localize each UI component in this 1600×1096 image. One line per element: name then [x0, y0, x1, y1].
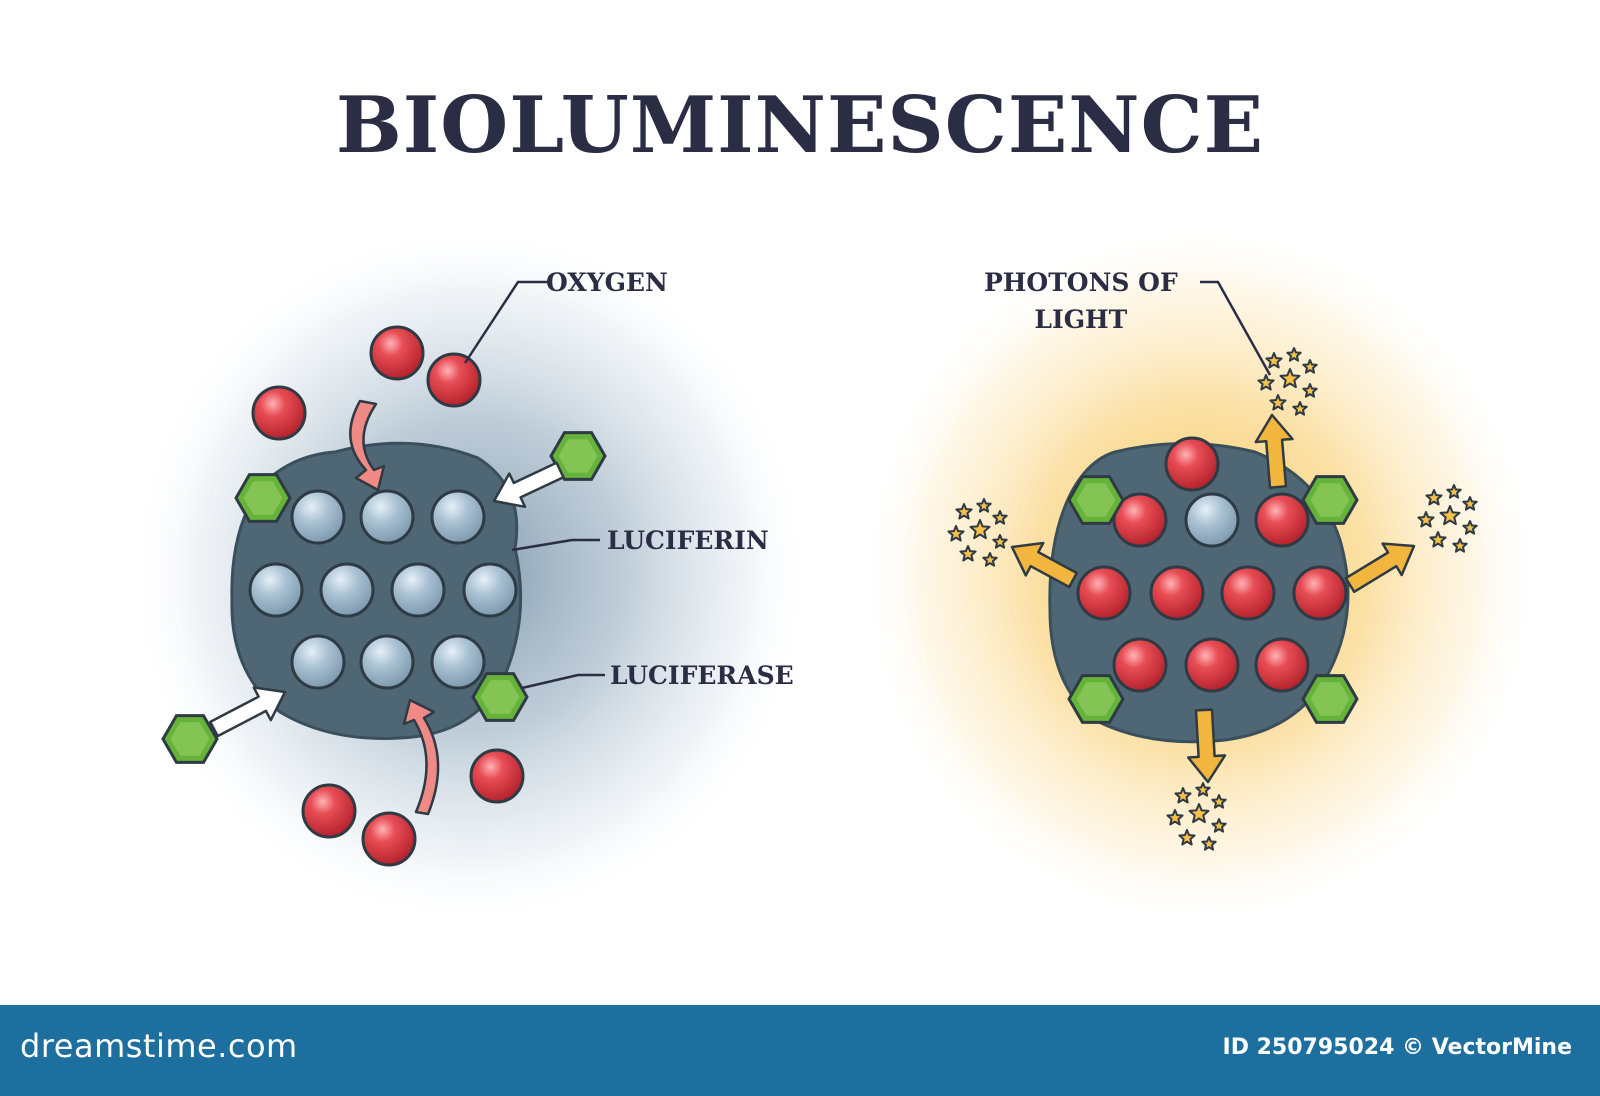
photon-emission-arrow [1010, 541, 1079, 589]
photon-star [1195, 782, 1211, 797]
photon-star [1452, 538, 1468, 553]
footer-brand: dreamstime.com [20, 1027, 298, 1065]
oxygen-leader-line [463, 280, 548, 364]
luciferase-intake-arrow [209, 686, 287, 738]
luciferase-hexagon-highlight [170, 722, 210, 756]
photon-star [976, 498, 992, 513]
luciferin-molecule [359, 489, 415, 545]
photon-star [1462, 496, 1478, 511]
photon-star [969, 519, 991, 540]
photon-star [1211, 818, 1227, 833]
luciferase-hexagon-highlight [480, 680, 520, 714]
oxygen-molecule [251, 385, 307, 441]
photon-star [1279, 368, 1301, 389]
photon-star [1429, 531, 1447, 548]
luciferase-enzyme [234, 473, 292, 523]
luciferin-molecule [248, 562, 304, 618]
oxygen-molecule [301, 783, 357, 839]
luciferin-molecule [359, 634, 415, 690]
luciferase-hexagon-highlight [558, 439, 598, 473]
photon-star [1265, 352, 1283, 369]
photon-star [1257, 374, 1275, 391]
photon-star [1188, 803, 1210, 824]
luciferase-hexagon-highlight [243, 481, 283, 515]
oxygen-molecule [1112, 492, 1168, 548]
photon-star [992, 534, 1008, 549]
photon-emission-arrow [1254, 413, 1294, 489]
luciferase-enzyme [549, 431, 607, 481]
luciferase-enzyme [1301, 475, 1359, 525]
luciferase-hexagon-highlight [1310, 483, 1350, 517]
luciferin-molecule [1184, 492, 1240, 548]
diagram-stage: BIOLUMINESCENCE OXYGEN LUCIFERIN LUCIFER… [130, 80, 1540, 925]
photon-star [955, 503, 973, 520]
photon-star [1269, 394, 1287, 411]
luciferin-molecule [319, 562, 375, 618]
photon-star [1417, 511, 1435, 528]
oxygen-molecule [361, 811, 417, 867]
luciferase-enzyme [1301, 674, 1359, 724]
oxygen-molecule [469, 748, 525, 804]
photon-star [959, 545, 977, 562]
photon-star [1302, 359, 1318, 374]
luciferin-molecule [390, 562, 446, 618]
oxygen-molecule [369, 325, 425, 381]
photon-star [1286, 347, 1302, 362]
oxygen-molecule [1149, 565, 1205, 621]
luciferase-label: LUCIFERASE [610, 661, 794, 690]
luciferase-intake-arrow [492, 461, 565, 509]
photons-label: PHOTONS OF LIGHT [984, 264, 1178, 338]
photon-star [1292, 401, 1308, 416]
photons-label-line-2: LIGHT [1034, 305, 1128, 334]
luciferin-molecule [290, 634, 346, 690]
photon-star [992, 510, 1008, 525]
oxygen-molecule [1254, 637, 1310, 693]
photon-star [1166, 809, 1184, 826]
luciferase-enzyme [161, 714, 219, 764]
photon-star [1462, 520, 1478, 535]
oxygen-molecule [1164, 436, 1220, 492]
photon-star [1201, 836, 1217, 851]
footer-bar: dreamstime.com ID 250795024 © VectorMine [0, 1005, 1600, 1096]
luciferin-molecule [430, 489, 486, 545]
photons-label-line-1: PHOTONS OF [984, 268, 1178, 297]
photon-star [947, 525, 965, 542]
photons-leader-line [1200, 280, 1272, 376]
oxygen-molecule [1254, 492, 1310, 548]
oxygen-label: OXYGEN [546, 268, 668, 297]
oxygen-intake-arrow [402, 698, 440, 816]
photon-star [1302, 383, 1318, 398]
luciferase-enzyme [471, 672, 529, 722]
photon-star [1178, 829, 1196, 846]
diagram-canvas [130, 225, 1540, 925]
luciferin-label: LUCIFERIN [607, 526, 769, 555]
photon-emission-arrow [1344, 542, 1416, 594]
oxygen-molecule [426, 352, 482, 408]
oxygen-molecule [1184, 637, 1240, 693]
photon-emission-arrow [1186, 708, 1227, 784]
luciferase-hexagon-highlight [1076, 483, 1116, 517]
luciferase-enzyme [1067, 674, 1125, 724]
oxygen-molecule [1112, 637, 1168, 693]
photon-star [1439, 505, 1461, 526]
page-title: BIOLUMINESCENCE [335, 80, 1265, 171]
oxygen-intake-arrow [349, 399, 386, 492]
luciferin-molecule [430, 634, 486, 690]
photon-star [982, 552, 998, 567]
luciferase-hexagon-highlight [1310, 682, 1350, 716]
footer-image-id: ID 250795024 © VectorMine [1222, 1035, 1572, 1060]
oxygen-molecule [1076, 565, 1132, 621]
luciferin-molecule [462, 562, 518, 618]
luciferin-leader-line [511, 538, 600, 552]
photon-star [1446, 484, 1462, 499]
luciferase-hexagon-highlight [1076, 682, 1116, 716]
photon-star [1174, 787, 1192, 804]
photon-star [1425, 489, 1443, 506]
luciferin-molecule [290, 489, 346, 545]
oxygen-molecule [1220, 565, 1276, 621]
luciferase-leader-line [521, 673, 605, 690]
photon-star [1211, 794, 1227, 809]
oxygen-molecule [1292, 565, 1348, 621]
luciferase-enzyme [1067, 475, 1125, 525]
